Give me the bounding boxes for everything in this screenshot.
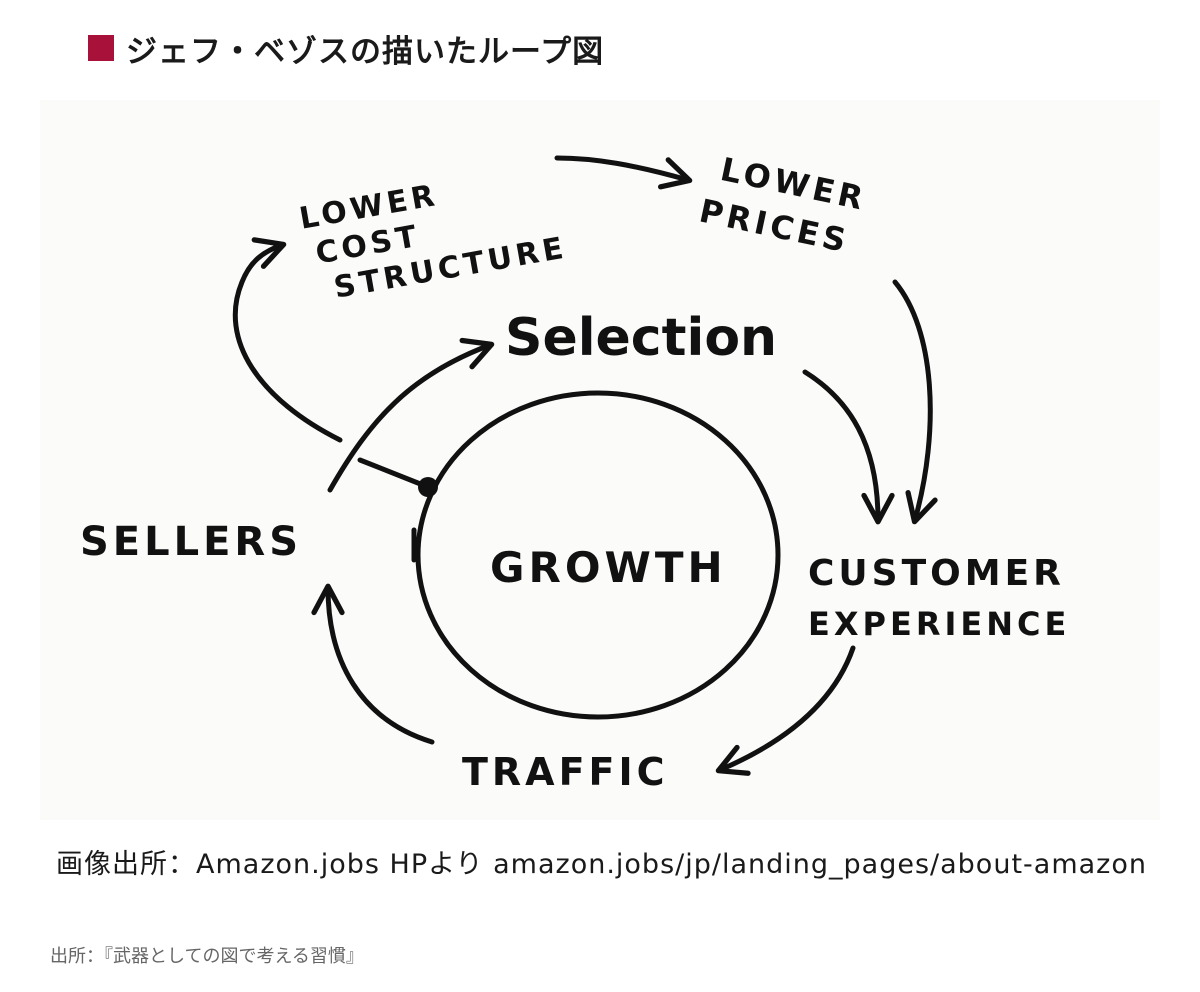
arrow-growth-to-lower-cost: [232, 237, 343, 443]
title-marker-icon: [88, 35, 114, 61]
selection-label: Selection: [505, 308, 777, 368]
arrow-lower-cost-to-lower-prices: [554, 155, 693, 190]
title-text: ジェフ・ベゾスの描いたループ図: [126, 33, 605, 70]
arrow-sellers-to-selection: [327, 337, 495, 493]
customer-label: CUSTOMER: [808, 553, 1065, 594]
arrow-selection-to-customer-experience: [802, 369, 895, 525]
lower-prices-group: LOWER PRICES: [696, 150, 870, 260]
image-caption: 画像出所：Amazon.jobs HPより amazon.jobs/jp/lan…: [56, 849, 1147, 880]
sellers-label: SELLERS: [80, 519, 302, 565]
lower-cost-structure-group: LOWER COST STRUCTURE: [297, 178, 570, 306]
growth-label: GROWTH: [490, 543, 727, 592]
junction-stub: [357, 457, 431, 490]
figure-title: ジェフ・ベゾスの描いたループ図: [88, 28, 605, 70]
arrow-traffic-to-sellers: [311, 583, 435, 745]
diagram-area: [40, 100, 1160, 820]
arrow-lower-prices-to-customer-experience: [892, 279, 938, 525]
arrow-customer-experience-to-traffic: [715, 645, 856, 776]
source-note: 出所：『武器としての図で考える習慣』: [50, 946, 364, 967]
growth-circle: [415, 390, 781, 720]
traffic-label: TRAFFIC: [462, 750, 669, 794]
experience-label: EXPERIENCE: [808, 605, 1070, 643]
